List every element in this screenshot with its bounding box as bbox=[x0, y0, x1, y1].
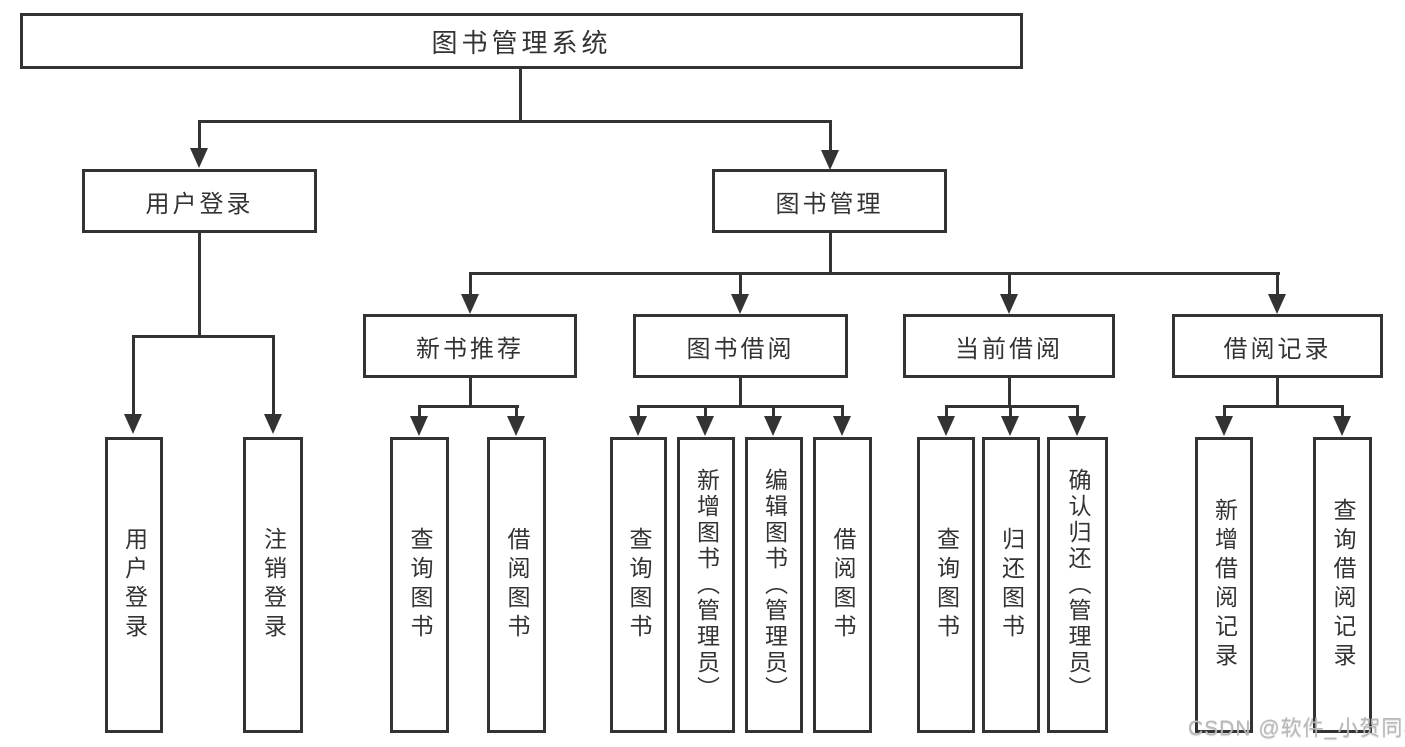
arrowhead-icon bbox=[937, 416, 955, 436]
arrowhead-icon bbox=[1001, 416, 1019, 436]
connector-line bbox=[739, 272, 742, 298]
node-current-borrow-label: 当前借阅 bbox=[955, 335, 1063, 363]
leaf-confirm-return: 确认归还（管理员） bbox=[1047, 437, 1108, 733]
node-root: 图书管理系统 bbox=[20, 13, 1023, 69]
leaf-query-borrow-record-label: 查询借阅记录 bbox=[1330, 498, 1356, 672]
connector-line bbox=[1223, 405, 1226, 418]
connector-line bbox=[945, 405, 1079, 408]
connector-line bbox=[829, 233, 832, 275]
leaf-query-book-recommend-label: 查询图书 bbox=[407, 527, 433, 643]
connector-line bbox=[132, 335, 135, 416]
leaf-borrow-book: 借阅图书 bbox=[813, 437, 872, 733]
connector-line bbox=[1276, 272, 1279, 298]
arrowhead-icon bbox=[124, 414, 142, 434]
connector-line bbox=[945, 405, 948, 418]
leaf-user-login: 用户登录 bbox=[105, 437, 163, 733]
node-book-borrow: 图书借阅 bbox=[633, 314, 848, 378]
leaf-query-book-current-label: 查询图书 bbox=[933, 527, 960, 643]
connector-line bbox=[1341, 405, 1344, 418]
arrowhead-icon bbox=[764, 416, 782, 436]
node-new-book-recommend: 新书推荐 bbox=[363, 314, 577, 378]
connector-line bbox=[841, 405, 844, 418]
connector-line bbox=[519, 69, 522, 123]
connector-line bbox=[198, 120, 201, 152]
arrowhead-icon bbox=[1268, 294, 1286, 314]
connector-line bbox=[418, 405, 519, 408]
leaf-query-book-borrow: 查询图书 bbox=[610, 437, 667, 733]
connector-line bbox=[1008, 378, 1011, 408]
connector-line bbox=[829, 120, 832, 154]
leaf-edit-book: 编辑图书（管理员） bbox=[745, 437, 803, 733]
leaf-borrow-book-recommend-label: 借阅图书 bbox=[504, 527, 530, 643]
arrowhead-icon bbox=[1333, 416, 1351, 436]
leaf-query-book-borrow-label: 查询图书 bbox=[626, 527, 652, 643]
connector-line bbox=[515, 405, 518, 418]
arrowhead-icon bbox=[821, 150, 839, 170]
leaf-add-book-label: 新增图书（管理员） bbox=[693, 468, 720, 702]
connector-line bbox=[198, 233, 201, 338]
leaf-logout: 注销登录 bbox=[243, 437, 303, 733]
leaf-logout-label: 注销登录 bbox=[260, 527, 287, 643]
arrowhead-icon bbox=[1068, 416, 1086, 436]
leaf-query-book-recommend: 查询图书 bbox=[390, 437, 449, 733]
csdn-watermark: CSDN @软件_小贺同学 bbox=[1188, 717, 1405, 740]
connector-line bbox=[469, 272, 472, 298]
node-book-borrow-label: 图书借阅 bbox=[686, 335, 795, 363]
node-borrow-records-label: 借阅记录 bbox=[1223, 335, 1332, 363]
arrowhead-icon bbox=[731, 294, 749, 314]
arrowhead-icon bbox=[410, 416, 428, 436]
connector-line bbox=[637, 405, 844, 408]
leaf-add-book: 新增图书（管理员） bbox=[677, 437, 735, 733]
connector-line bbox=[418, 405, 421, 418]
connector-line bbox=[272, 335, 275, 416]
leaf-return-book-label: 归还图书 bbox=[998, 527, 1025, 643]
connector-line bbox=[469, 378, 472, 408]
connector-line bbox=[132, 335, 275, 338]
arrowhead-icon bbox=[507, 416, 525, 436]
arrowhead-icon bbox=[696, 416, 714, 436]
arrowhead-icon bbox=[264, 414, 282, 434]
leaf-edit-book-label: 编辑图书（管理员） bbox=[761, 468, 788, 702]
leaf-borrow-book-recommend: 借阅图书 bbox=[487, 437, 546, 733]
leaf-add-borrow-record-label: 新增借阅记录 bbox=[1211, 498, 1238, 672]
connector-line bbox=[704, 405, 707, 418]
node-root-label: 图书管理系统 bbox=[431, 27, 612, 58]
node-user-login: 用户登录 bbox=[82, 169, 317, 233]
leaf-query-borrow-record: 查询借阅记录 bbox=[1313, 437, 1372, 733]
connector-line bbox=[772, 405, 775, 418]
connector-line bbox=[1008, 272, 1011, 298]
arrowhead-icon bbox=[1000, 294, 1018, 314]
node-current-borrow: 当前借阅 bbox=[903, 314, 1115, 378]
node-user-login-label: 用户登录 bbox=[145, 190, 254, 218]
connector-line bbox=[637, 405, 640, 418]
connector-line bbox=[469, 272, 1280, 275]
connector-line bbox=[739, 378, 742, 408]
leaf-user-login-label: 用户登录 bbox=[121, 527, 148, 643]
connector-line bbox=[1276, 378, 1279, 408]
node-book-management-label: 图书管理 bbox=[775, 190, 884, 218]
leaf-query-book-current: 查询图书 bbox=[917, 437, 975, 733]
node-borrow-records: 借阅记录 bbox=[1172, 314, 1383, 378]
arrowhead-icon bbox=[461, 294, 479, 314]
node-new-book-recommend-label: 新书推荐 bbox=[416, 335, 524, 363]
leaf-return-book: 归还图书 bbox=[982, 437, 1040, 733]
leaf-borrow-book-label: 借阅图书 bbox=[830, 527, 856, 643]
arrowhead-icon bbox=[1215, 416, 1233, 436]
leaf-add-borrow-record: 新增借阅记录 bbox=[1195, 437, 1253, 733]
node-book-management: 图书管理 bbox=[712, 169, 947, 233]
leaf-confirm-return-label: 确认归还（管理员） bbox=[1065, 468, 1091, 702]
connector-line bbox=[1223, 405, 1343, 408]
arrowhead-icon bbox=[629, 416, 647, 436]
connector-line bbox=[198, 120, 832, 123]
connector-line bbox=[1009, 405, 1012, 418]
arrowhead-icon bbox=[190, 148, 208, 168]
connector-line bbox=[1076, 405, 1079, 418]
arrowhead-icon bbox=[833, 416, 851, 436]
